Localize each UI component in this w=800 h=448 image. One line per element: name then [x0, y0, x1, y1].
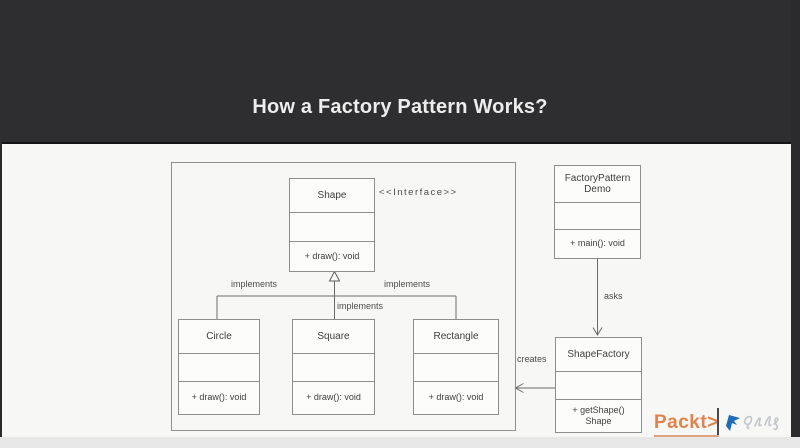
class-attributes-empty	[293, 353, 374, 382]
class-box-square: Square + draw(): void	[292, 319, 375, 415]
class-attributes-empty	[555, 202, 640, 230]
class-box-circle: Circle + draw(): void	[178, 319, 260, 415]
creates-arrow	[514, 383, 555, 393]
footer-strip	[0, 437, 800, 448]
class-name: FactoryPattern Demo	[564, 172, 631, 196]
class-box-rectangle: Rectangle + draw(): void	[413, 319, 499, 415]
creates-label: creates	[517, 354, 547, 364]
class-box-factory-pattern-demo: FactoryPattern Demo + main(): void	[554, 165, 641, 259]
class-attributes-empty	[414, 353, 498, 382]
logo-divider	[717, 408, 719, 435]
implements-label-center: implements	[337, 301, 384, 311]
class-name: ShapeFactory	[567, 348, 630, 360]
class-box-shape-factory: ShapeFactory + getShape() Shape	[555, 337, 642, 433]
class-attributes-empty	[179, 353, 259, 382]
class-name: Rectangle	[433, 330, 479, 342]
class-method: + draw(): void	[428, 392, 484, 403]
class-method: + draw(): void	[191, 392, 247, 403]
class-method: + main(): void	[570, 238, 625, 249]
implements-label-left: implements	[231, 279, 278, 289]
slide-title: How a Factory Pattern Works?	[252, 96, 548, 118]
class-name: Circle	[206, 330, 232, 342]
class-name: Shape	[317, 189, 347, 201]
diagram-container	[171, 162, 516, 431]
class-attributes-empty	[556, 371, 641, 400]
packt-logo: Packt>	[654, 412, 719, 437]
slide-header: How a Factory Pattern Works?	[0, 0, 800, 144]
brand-bird-icon	[726, 415, 740, 431]
implements-label-right: implements	[384, 279, 431, 289]
interface-stereotype-label: <<Interface>>	[379, 187, 458, 198]
class-attributes-empty	[290, 212, 374, 242]
class-method: + draw(): void	[304, 250, 360, 261]
asks-arrow	[592, 259, 603, 336]
class-method: + draw(): void	[306, 392, 361, 403]
class-box-shape: Shape + draw(): void	[289, 178, 375, 272]
script-logo-icon	[743, 415, 779, 431]
class-method: + getShape() Shape	[572, 404, 625, 426]
asks-label: asks	[604, 291, 623, 301]
left-edge-strip	[0, 142, 2, 437]
class-name: Square	[317, 330, 350, 342]
right-edge-strip	[791, 0, 800, 437]
